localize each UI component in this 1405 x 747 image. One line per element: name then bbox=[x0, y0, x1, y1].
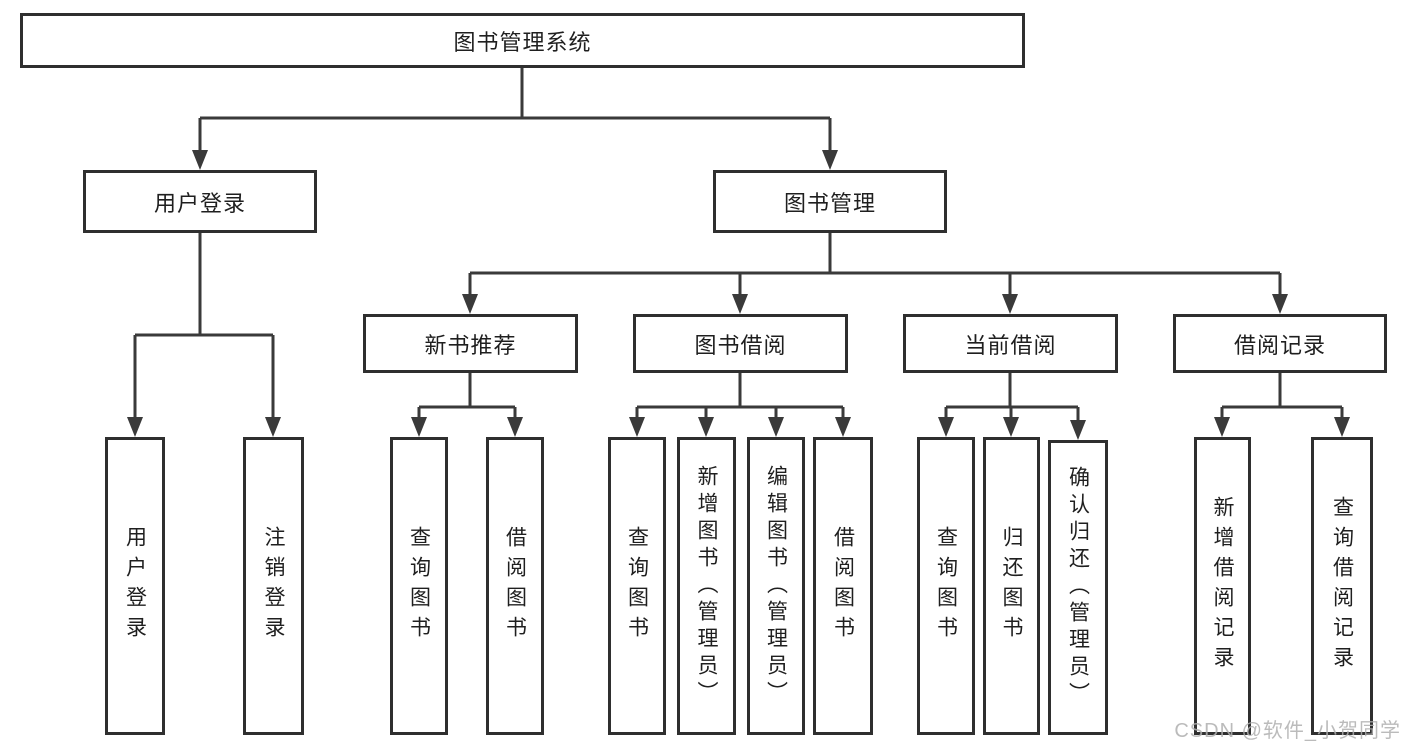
node-root: 图书管理系统 bbox=[20, 13, 1025, 68]
leaf-current-confirm-return: 确认归还（管理员） bbox=[1048, 440, 1108, 735]
node-book-management: 图书管理 bbox=[713, 170, 947, 233]
leaf-record-add-label: 新增借阅记录 bbox=[1211, 496, 1234, 676]
leaf-newbook-query: 查询图书 bbox=[390, 437, 448, 735]
leaf-record-add: 新增借阅记录 bbox=[1194, 437, 1251, 735]
node-book-borrow: 图书借阅 bbox=[633, 314, 848, 373]
leaf-current-query: 查询图书 bbox=[917, 437, 975, 735]
leaf-newbook-borrow: 借阅图书 bbox=[486, 437, 544, 735]
leaf-borrow-edit-book-label: 编辑图书（管理员） bbox=[764, 464, 788, 708]
csdn-watermark: CSDN @软件_小贺同学 bbox=[1174, 720, 1401, 742]
leaf-borrow-query: 查询图书 bbox=[608, 437, 666, 735]
node-borrow-record: 借阅记录 bbox=[1173, 314, 1387, 373]
leaf-logout-label: 注销登录 bbox=[262, 526, 285, 646]
leaf-borrow-query-label: 查询图书 bbox=[625, 526, 649, 646]
node-new-book-recommend: 新书推荐 bbox=[363, 314, 578, 373]
leaf-user-login-label: 用户登录 bbox=[123, 526, 147, 646]
leaf-borrow-edit-book: 编辑图书（管理员） bbox=[747, 437, 805, 735]
leaf-current-confirm-return-label: 确认归还（管理员） bbox=[1066, 466, 1090, 709]
leaf-user-login: 用户登录 bbox=[105, 437, 165, 735]
leaf-current-query-label: 查询图书 bbox=[934, 526, 958, 646]
leaf-borrow-borrow-book: 借阅图书 bbox=[813, 437, 873, 735]
node-current-borrow: 当前借阅 bbox=[903, 314, 1118, 373]
leaf-current-return-label: 归还图书 bbox=[1000, 526, 1023, 646]
leaf-borrow-add-book: 新增图书（管理员） bbox=[677, 437, 736, 735]
leaf-logout: 注销登录 bbox=[243, 437, 304, 735]
leaf-borrow-borrow-book-label: 借阅图书 bbox=[831, 526, 855, 646]
leaf-record-query-label: 查询借阅记录 bbox=[1330, 496, 1354, 676]
leaf-borrow-add-book-label: 新增图书（管理员） bbox=[695, 464, 718, 708]
leaf-record-query: 查询借阅记录 bbox=[1311, 437, 1373, 735]
leaf-current-return: 归还图书 bbox=[983, 437, 1040, 735]
leaf-newbook-query-label: 查询图书 bbox=[407, 526, 431, 646]
node-user-login: 用户登录 bbox=[83, 170, 317, 233]
leaf-newbook-borrow-label: 借阅图书 bbox=[503, 526, 527, 646]
